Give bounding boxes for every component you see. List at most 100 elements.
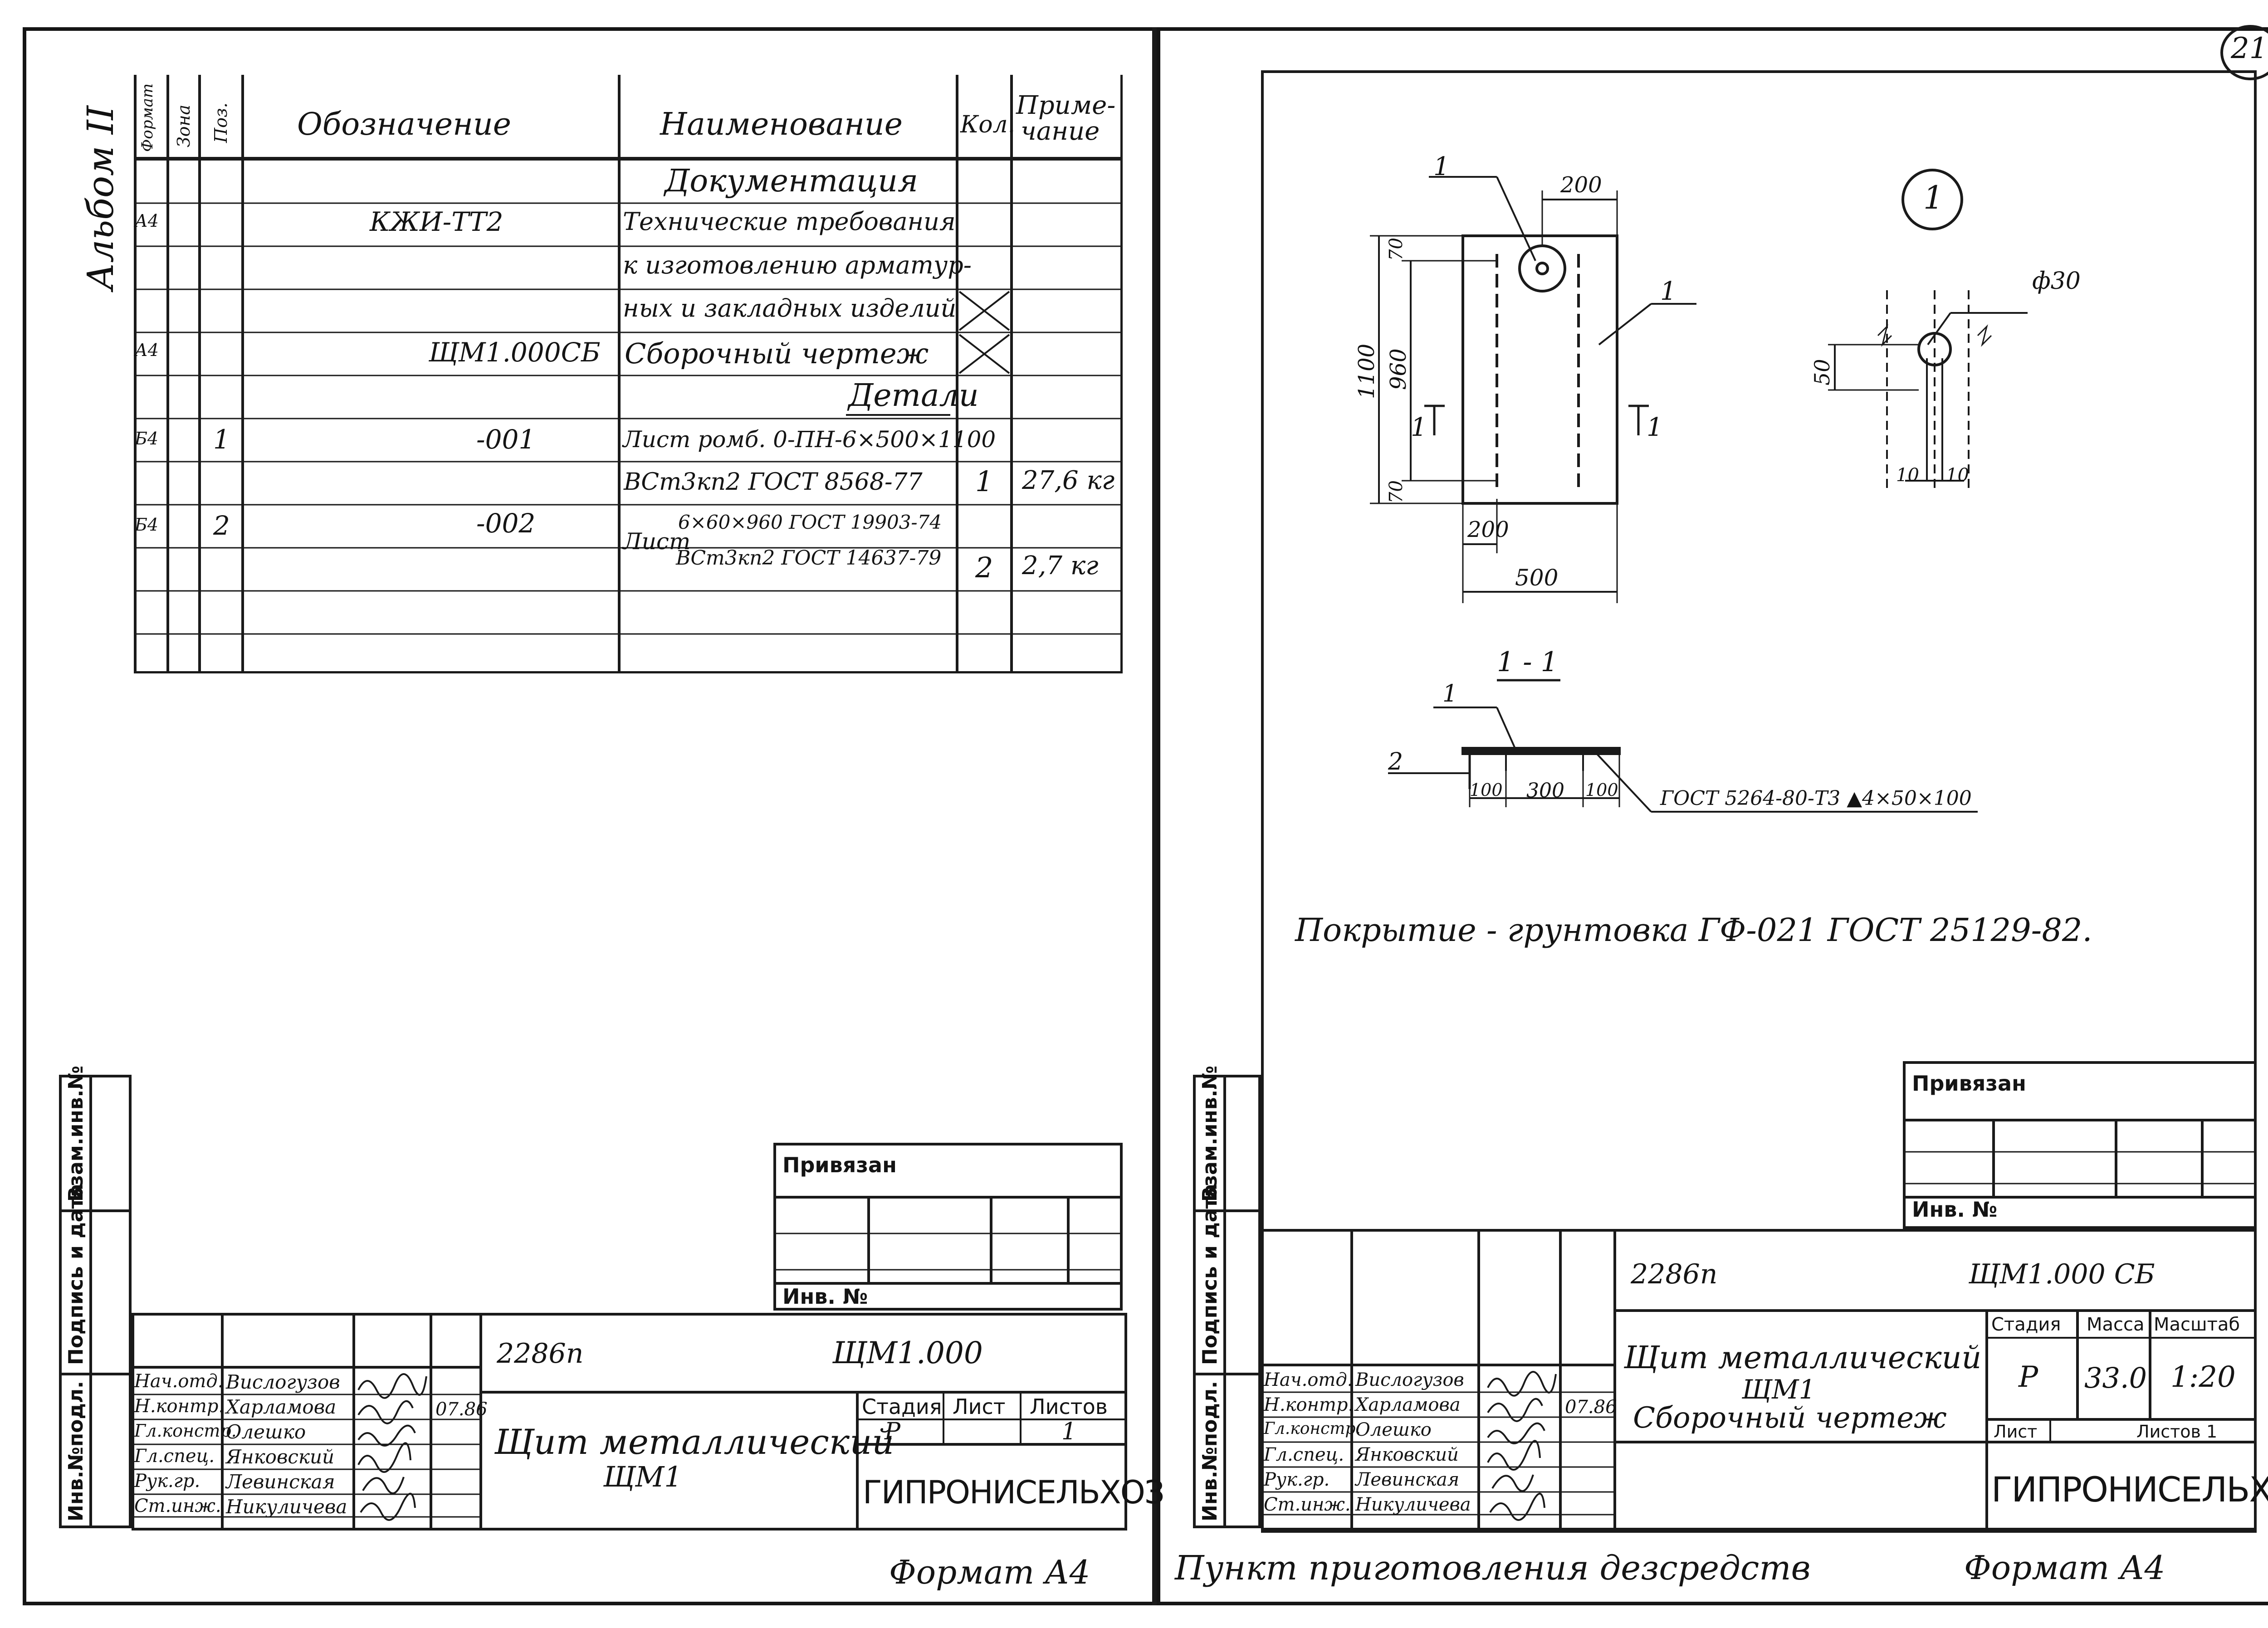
section-dim-100-a: 100 [1470,780,1503,800]
row5-format: Б4 [135,429,159,448]
coating-note: Покрытие - грунтовка ГФ-021 ГОСТ 25129-8… [1295,911,2092,949]
left-staff-name-5: Левинская [226,1471,335,1493]
right-attached-label: Привязан [1912,1071,2026,1096]
left-staff-role-1: Нач.отд. [134,1371,224,1392]
section-leader-1: 1 [1442,680,1458,707]
left-sheets-label: Листов [1030,1394,1108,1419]
row7-name-a: Лист [623,528,691,555]
left-staff-role-6: Ст.инж. [134,1496,221,1516]
header-designation: Обозначение [297,107,511,142]
right-sheet-label: Лист [1994,1422,2038,1442]
detail-dim-10-a: 10 [1896,465,1919,486]
page-number-circle [2220,25,2268,80]
left-staff-name-2: Харламова [226,1396,337,1418]
right-title-2: ЩМ1 [1742,1374,1816,1405]
left-sheet-label: Лист [953,1394,1006,1419]
right-staff-role-3: Гл.констр. [1264,1419,1361,1438]
left-project-code: 2286п [497,1338,584,1370]
section-details: Детали [848,378,979,414]
right-side-repl-inv: Взам.инв.№ [1198,1065,1222,1202]
right-sheets-label: Листов 1 [2136,1422,2218,1442]
right-stage-label: Стадия [1991,1314,2061,1335]
right-inner-frame [1261,70,2257,1531]
right-signatures [1487,1371,1557,1521]
row8-qty: 2 [975,551,993,584]
detail-phi: ф30 [2032,268,2081,295]
right-scale-label: Масштаб [2154,1314,2240,1335]
row5-designation: -001 [476,424,536,455]
row7-format: Б4 [135,515,159,535]
spec-table: Формат Зона Поз. Обозначение Наименовани… [134,75,1123,673]
right-staff-name-4: Янковский [1355,1444,1459,1465]
section-documentation: Документация [665,163,918,199]
left-organization: ГИПРОНИСЕЛЬХОЗ [863,1474,1165,1511]
left-inv-label: Инв. № [782,1284,868,1309]
row7-pos: 2 [213,510,230,541]
left-format-note: Формат А4 [889,1553,1090,1591]
right-organization: ГИПРОНИСЕЛЬХОЗ [1991,1469,2268,1510]
section-dim-100-b: 100 [1585,780,1618,800]
page-number: 21 [2231,32,2268,65]
left-date: 07.86 [435,1399,488,1420]
row1-name: Технические требования [623,207,956,236]
right-scale-value: 1:20 [2170,1360,2236,1394]
row8-note: 2,7 кг [1022,551,1099,580]
left-stage-value: Р [885,1418,900,1445]
right-footer-title: Пункт приготовления дезсредств [1175,1549,1811,1588]
dim-200-bottom: 200 [1467,517,1509,542]
left-attached-box: Привязан Инв. № [773,1143,1123,1311]
left-staff-role-4: Гл.спец. [134,1446,215,1467]
right-attached-box: Привязан Инв. № [1903,1061,2257,1229]
right-side-inv-orig: Инв.№подл. [1198,1381,1222,1521]
right-inv-label: Инв. № [1912,1197,1998,1222]
section-dim-300: 300 [1526,779,1564,802]
section-mark-left: 1 [1411,413,1427,442]
row7-designation: -002 [476,508,536,539]
right-staff-role-1: Нач.отд. [1264,1370,1353,1390]
left-designation: ЩМ1.000 [832,1336,983,1370]
right-title-3: Сборочный чертеж [1633,1401,1947,1435]
leader-1-right: 1 [1660,277,1677,306]
row6-note: 27,6 кг [1022,466,1115,495]
right-sheet-border [1157,27,2268,1605]
row2-name: к изготовлению арматур- [623,251,972,279]
center-fold-line [1152,27,1157,1605]
left-sheet-border [23,27,1161,1605]
row6-name: ВСт3кп2 ГОСТ 8568-77 [624,468,923,496]
left-staff-name-6: Никуличева [226,1496,347,1518]
row4-name: Сборочный чертеж [625,337,929,370]
right-mass-value: 33.0 [2084,1361,2147,1394]
row3-name: ных и закладных изделий [623,294,957,322]
row7-name-b: 6×60×960 ГОСТ 19903-74 [678,511,942,533]
detail-dim-50: 50 [1810,359,1834,385]
row1-format: А4 [135,211,159,231]
right-format-note: Формат А4 [1964,1549,2165,1587]
section-mark-right: 1 [1647,413,1663,442]
right-staff-role-2: Н.контр. [1264,1394,1354,1415]
left-staff-name-3: Олешко [226,1421,306,1443]
detail-dim-10-b: 10 [1946,465,1969,486]
left-staff-role-5: Рук.гр. [134,1471,200,1492]
row1-designation: КЖИ-ТТ2 [370,206,503,237]
right-title-1: Щит металлический [1624,1340,1982,1376]
left-stage-label: Стадия [862,1394,942,1419]
row4-designation: ЩМ1.000СБ [429,337,601,368]
right-staff-role-6: Ст.инж. [1264,1494,1351,1515]
header-note-2: чание [1021,117,1100,146]
header-note-1: Приме- [1016,91,1116,120]
leader-1-top: 1 [1433,152,1450,181]
right-staff-name-2: Харламова [1355,1394,1461,1415]
left-signatures [357,1373,427,1521]
right-staff-name-5: Левинская [1355,1469,1460,1490]
right-side-sign-date: Подпись и дата [1198,1184,1222,1365]
row6-qty: 1 [975,465,993,498]
right-side-stamp: Взам.инв.№ Подпись и дата Инв.№подл. [1193,1066,1261,1528]
dim-960: 960 [1386,348,1411,390]
dim-500: 500 [1515,565,1559,591]
section-title: 1 - 1 [1497,646,1558,678]
right-staff-name-1: Вислогузов [1355,1370,1464,1390]
left-side-stamp: Взам.инв.№ Подпись и дата Инв.№подл. [59,1066,132,1528]
right-designation: ЩМ1.000 СБ [1969,1258,2155,1290]
right-stage-value: Р [2019,1360,2038,1394]
dim-1100: 1100 [1354,343,1379,399]
